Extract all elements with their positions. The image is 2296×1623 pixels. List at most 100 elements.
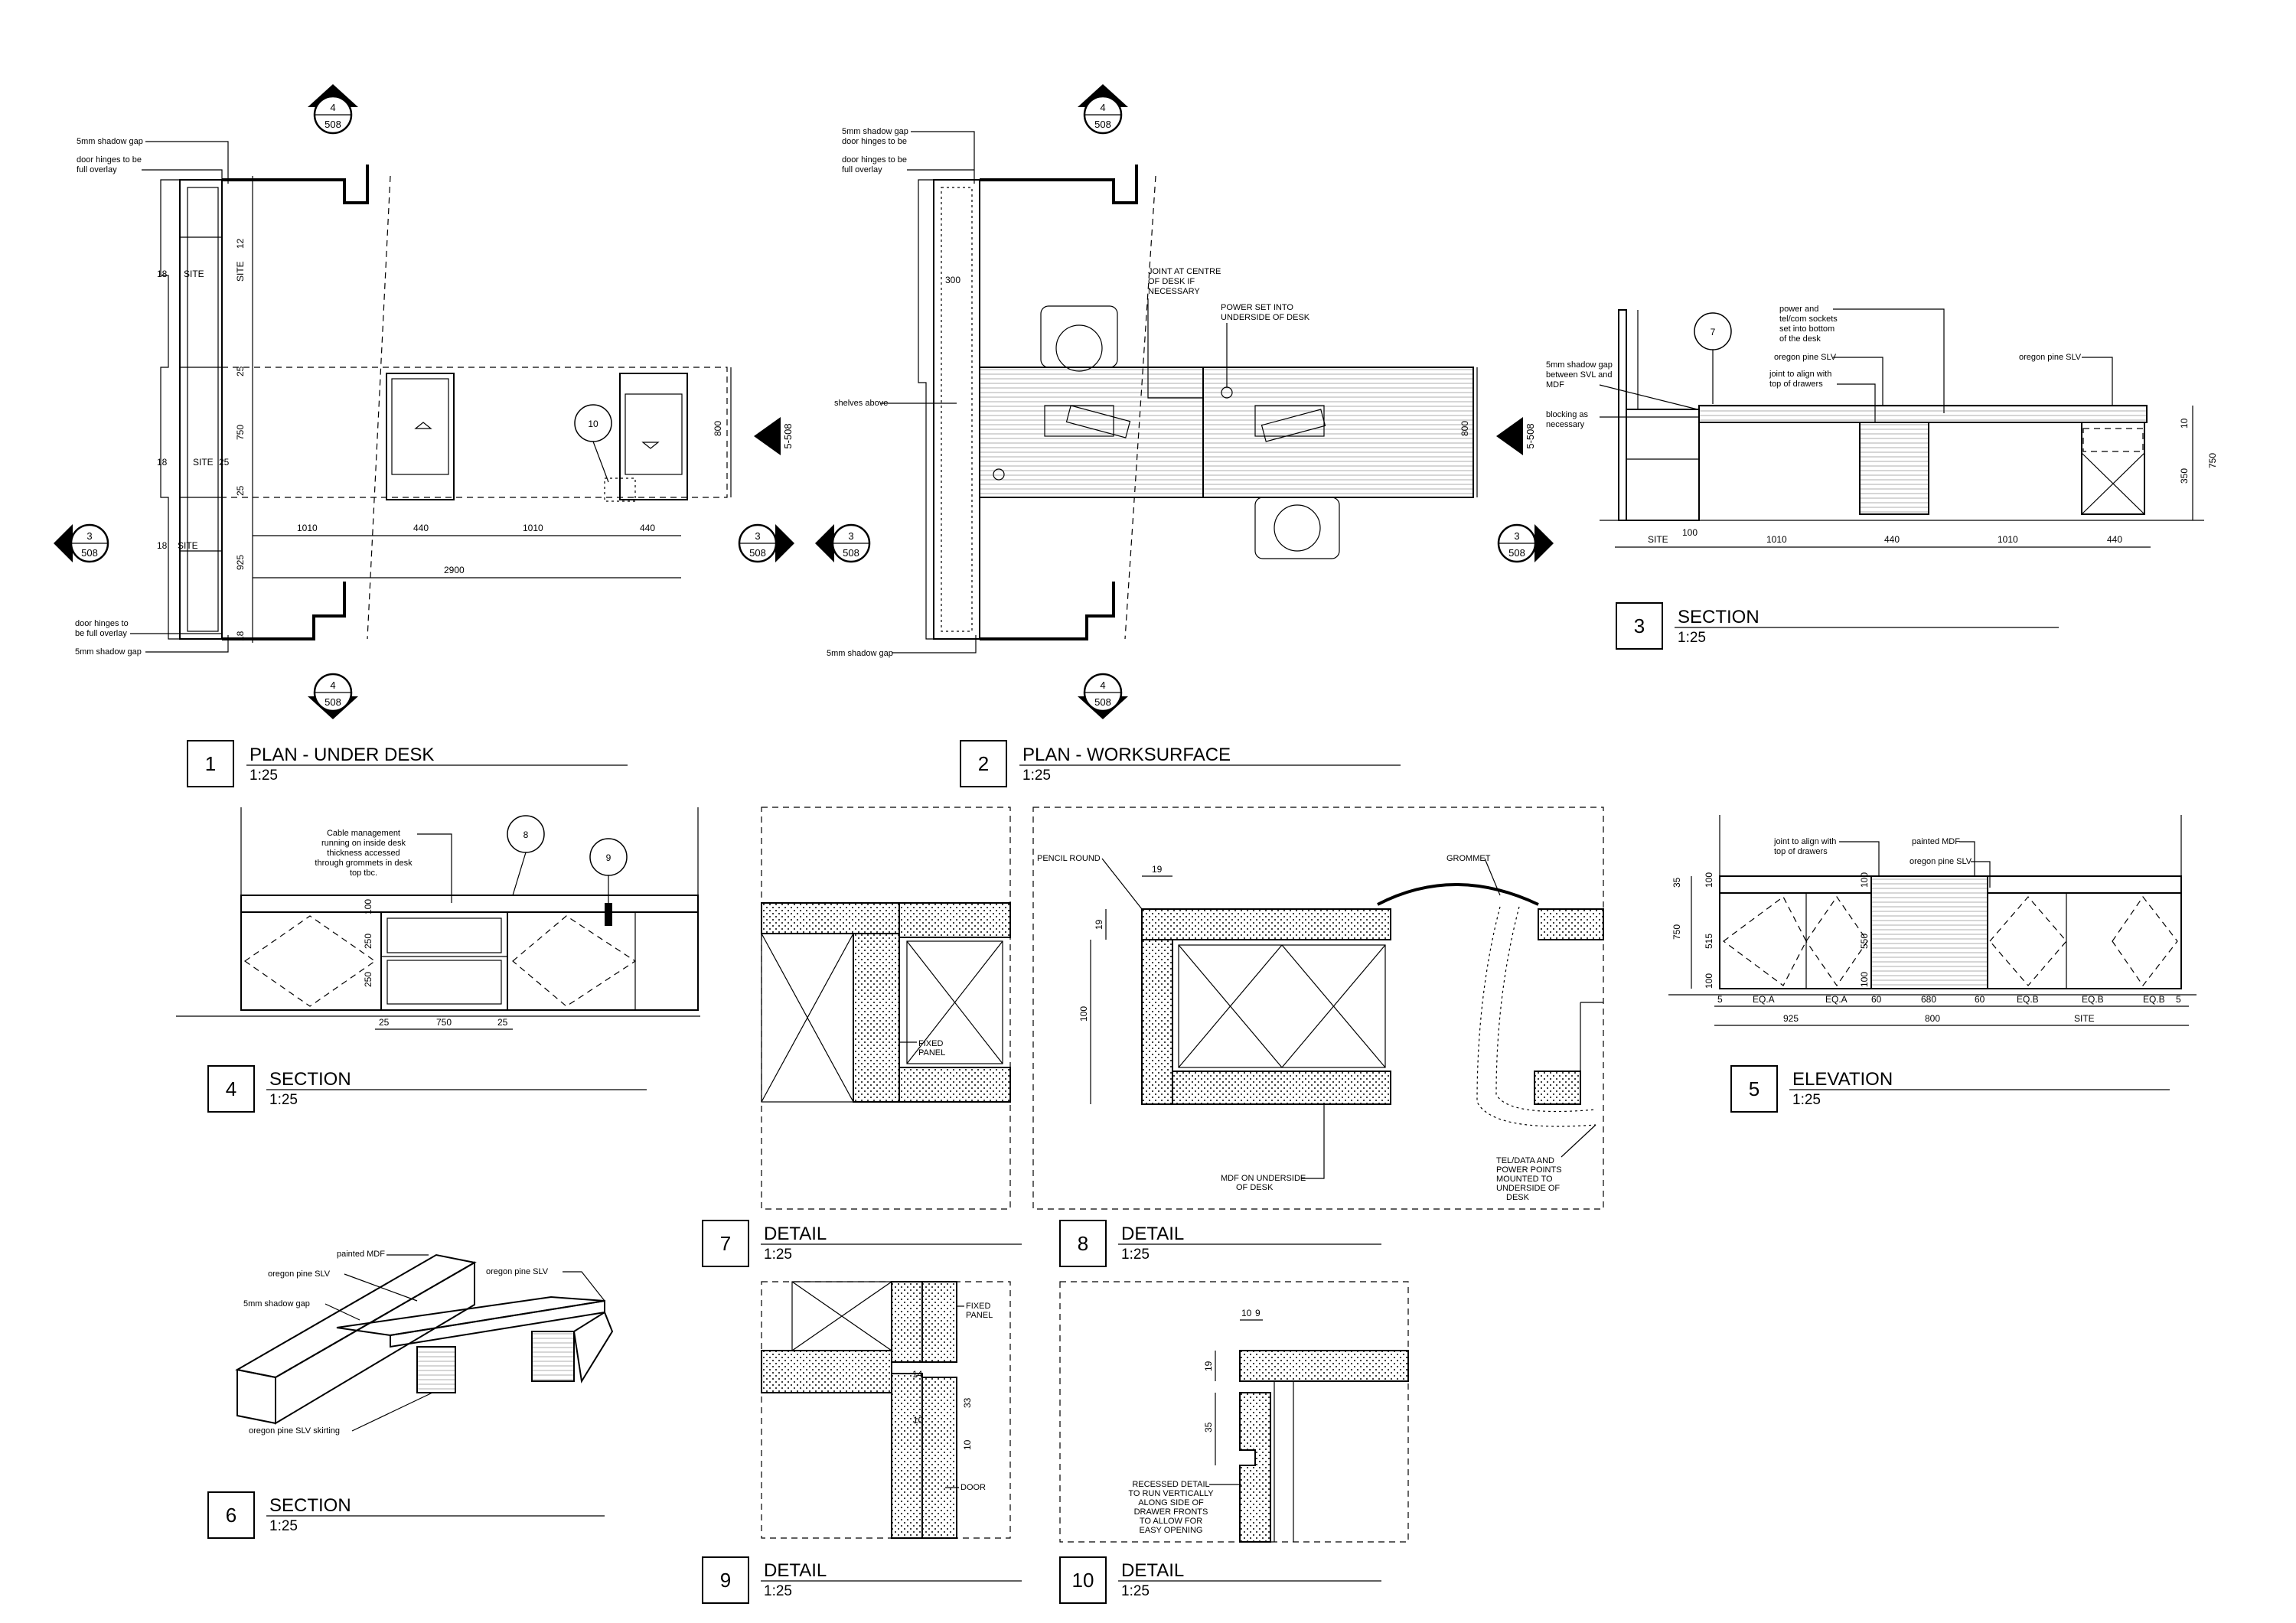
section-marker-left-1[interactable]: 3 508 bbox=[54, 523, 109, 563]
svg-text:4: 4 bbox=[330, 680, 335, 691]
svg-text:JOINT AT CENTRE: JOINT AT CENTRE bbox=[1148, 267, 1221, 276]
svg-text:door hinges to be: door hinges to be bbox=[842, 137, 907, 146]
svg-text:SITE: SITE bbox=[184, 269, 204, 279]
svg-text:1010: 1010 bbox=[523, 523, 543, 533]
svg-text:5mm shadow gap: 5mm shadow gap bbox=[842, 127, 908, 136]
svg-text:MOUNTED TO: MOUNTED TO bbox=[1496, 1175, 1553, 1184]
section-marker-top-1[interactable]: 4 508 bbox=[308, 84, 358, 135]
svg-text:2: 2 bbox=[978, 752, 989, 775]
svg-text:top of drawers: top of drawers bbox=[1774, 847, 1828, 856]
svg-text:set into bottom: set into bottom bbox=[1779, 324, 1835, 334]
svg-text:10: 10 bbox=[588, 419, 598, 429]
svg-text:1010: 1010 bbox=[1998, 534, 2018, 545]
svg-text:full overlay: full overlay bbox=[77, 165, 117, 174]
svg-text:oregon pine SLV: oregon pine SLV bbox=[2019, 353, 2082, 362]
svg-text:25: 25 bbox=[497, 1017, 508, 1028]
section-marker-bottom-2[interactable]: 4 508 bbox=[1078, 673, 1128, 719]
section-marker-right-2[interactable]: 3 508 bbox=[1497, 523, 1554, 563]
svg-text:5mm shadow gap: 5mm shadow gap bbox=[243, 1299, 310, 1309]
svg-text:18: 18 bbox=[235, 631, 246, 641]
svg-text:8: 8 bbox=[523, 829, 529, 840]
svg-text:750: 750 bbox=[1671, 924, 1682, 940]
svg-text:DETAIL: DETAIL bbox=[764, 1224, 827, 1244]
svg-text:9: 9 bbox=[720, 1569, 731, 1592]
title-block-8: 8 DETAIL 1:25 bbox=[1059, 1220, 1381, 1267]
svg-text:FIXED: FIXED bbox=[918, 1039, 943, 1048]
svg-text:joint to align with: joint to align with bbox=[1773, 837, 1836, 846]
svg-text:be full overlay: be full overlay bbox=[75, 629, 127, 638]
detail-bubble-10[interactable]: 10 bbox=[574, 404, 612, 483]
svg-text:4: 4 bbox=[226, 1077, 236, 1100]
svg-text:1010: 1010 bbox=[1766, 534, 1787, 545]
svg-text:10: 10 bbox=[1072, 1569, 1094, 1592]
section-marker-left-2[interactable]: 3 508 bbox=[815, 523, 871, 563]
svg-text:1:25: 1:25 bbox=[1121, 1247, 1150, 1263]
svg-text:3: 3 bbox=[755, 530, 760, 542]
svg-text:440: 440 bbox=[1884, 534, 1900, 545]
section-marker-bottom-1[interactable]: 4 508 bbox=[308, 673, 358, 719]
svg-text:EQ.A: EQ.A bbox=[1753, 994, 1775, 1005]
svg-text:oregon pine SLV: oregon pine SLV bbox=[486, 1267, 549, 1276]
svg-text:TO ALLOW FOR: TO ALLOW FOR bbox=[1140, 1517, 1202, 1526]
svg-text:8: 8 bbox=[1078, 1232, 1088, 1255]
svg-text:PANEL: PANEL bbox=[918, 1048, 945, 1058]
svg-text:100: 100 bbox=[1859, 872, 1870, 888]
detail-9: FIXED PANEL DOOR 14 33 10 10 bbox=[761, 1281, 1011, 1539]
svg-text:508: 508 bbox=[1094, 119, 1111, 130]
section-marker-right-1[interactable]: 3 508 bbox=[738, 523, 794, 563]
svg-text:DETAIL: DETAIL bbox=[1121, 1224, 1184, 1244]
svg-text:PANEL: PANEL bbox=[966, 1311, 993, 1320]
svg-text:440: 440 bbox=[413, 523, 429, 533]
svg-text:508: 508 bbox=[81, 547, 98, 559]
svg-text:3: 3 bbox=[1634, 614, 1645, 637]
svg-text:GROMMET: GROMMET bbox=[1446, 854, 1491, 863]
svg-text:9: 9 bbox=[606, 852, 612, 863]
svg-text:508: 508 bbox=[1094, 696, 1111, 708]
svg-text:7: 7 bbox=[720, 1232, 731, 1255]
title-block-1: 1 PLAN - UNDER DESK 1:25 bbox=[187, 740, 628, 787]
svg-text:door hinges to: door hinges to bbox=[75, 619, 129, 628]
section-marker-side-1[interactable]: 5-508 bbox=[754, 417, 794, 455]
svg-text:EQ.B: EQ.B bbox=[2082, 994, 2104, 1005]
plan-worksurface: 300 800 door hinges to be 5mm shadow gap… bbox=[827, 127, 1478, 658]
title-block-5: 5 ELEVATION 1:25 bbox=[1730, 1065, 2170, 1113]
svg-text:5mm shadow gap: 5mm shadow gap bbox=[77, 137, 143, 146]
svg-text:between SVL and: between SVL and bbox=[1546, 370, 1612, 380]
svg-text:100: 100 bbox=[1078, 1006, 1089, 1022]
section-marker-side-2[interactable]: 5-508 bbox=[1496, 417, 1536, 455]
svg-text:508: 508 bbox=[843, 547, 859, 559]
svg-text:SITE: SITE bbox=[2074, 1013, 2095, 1024]
svg-text:19: 19 bbox=[1094, 919, 1104, 930]
section-3: 7 5mm shadow gap between SVL and MDF blo… bbox=[1546, 305, 2218, 548]
section-marker-top-2[interactable]: 4 508 bbox=[1078, 84, 1128, 135]
detail-bubble-8[interactable]: 8 bbox=[507, 815, 545, 896]
svg-text:PLAN - WORKSURFACE: PLAN - WORKSURFACE bbox=[1022, 745, 1231, 765]
svg-text:EQ.B: EQ.B bbox=[2017, 994, 2039, 1005]
detail-bubble-7[interactable]: 7 bbox=[1694, 312, 1732, 404]
svg-text:MDF: MDF bbox=[1546, 380, 1564, 389]
svg-text:750: 750 bbox=[436, 1017, 452, 1028]
detail-bubble-9[interactable]: 9 bbox=[589, 838, 628, 903]
section-6-axonometric: painted MDF oregon pine SLV 5mm shadow g… bbox=[235, 1250, 614, 1436]
svg-text:7: 7 bbox=[1711, 327, 1716, 337]
title-block-4: 4 SECTION 1:25 bbox=[207, 1065, 647, 1113]
svg-text:5-508: 5-508 bbox=[782, 423, 794, 448]
svg-text:750: 750 bbox=[2207, 453, 2218, 468]
svg-text:OF DESK: OF DESK bbox=[1236, 1183, 1274, 1192]
svg-text:SITE: SITE bbox=[178, 540, 198, 551]
svg-text:1010: 1010 bbox=[297, 523, 318, 533]
svg-text:800: 800 bbox=[713, 421, 723, 436]
svg-text:SECTION: SECTION bbox=[269, 1495, 351, 1516]
svg-text:100: 100 bbox=[1704, 872, 1714, 888]
svg-text:necessary: necessary bbox=[1546, 420, 1585, 429]
svg-text:shelves above: shelves above bbox=[834, 399, 888, 408]
svg-text:Cable management: Cable management bbox=[327, 829, 400, 838]
svg-text:door hinges to be: door hinges to be bbox=[77, 155, 142, 165]
svg-text:800: 800 bbox=[1925, 1013, 1940, 1024]
svg-text:2900: 2900 bbox=[444, 565, 465, 575]
svg-text:door hinges to be: door hinges to be bbox=[842, 155, 907, 165]
svg-text:18: 18 bbox=[157, 457, 168, 468]
svg-text:full overlay: full overlay bbox=[842, 165, 882, 174]
detail-10: 10 9 19 35 RECESSED DETAIL TO RUN VERTIC… bbox=[1059, 1281, 1409, 1543]
